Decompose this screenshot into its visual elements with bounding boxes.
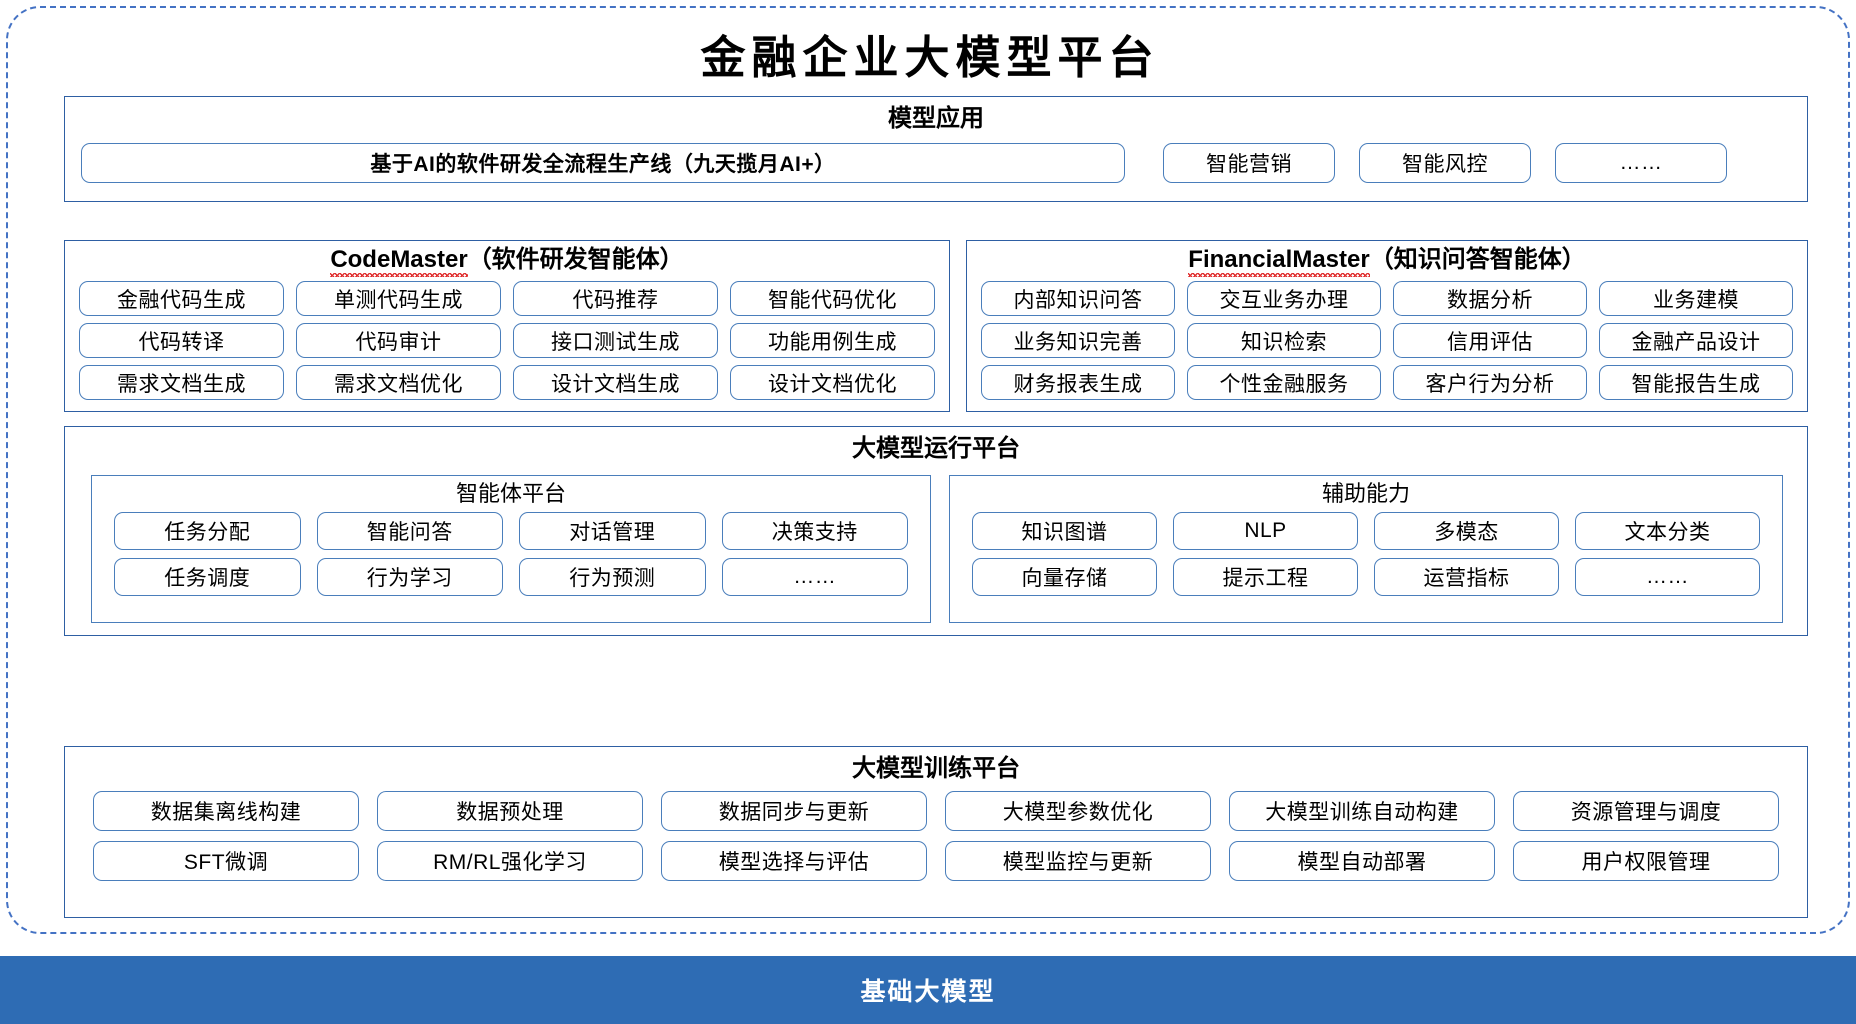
training-item-0[interactable]: 数据集离线构建: [93, 791, 359, 831]
model-application-items: 基于AI的软件研发全流程生产线（九天揽月AI+） 智能营销 智能风控 ……: [65, 143, 1807, 183]
app-item-smart-riskcontrol[interactable]: 智能风控: [1359, 143, 1531, 183]
agent-platform-item-6[interactable]: 行为预测: [519, 558, 706, 597]
financialmaster-item-8[interactable]: 财务报表生成: [981, 365, 1175, 401]
model-application-panel: 模型应用 基于AI的软件研发全流程生产线（九天揽月AI+） 智能营销 智能风控 …: [64, 96, 1808, 202]
financialmaster-item-3[interactable]: 业务建模: [1599, 281, 1793, 317]
outer-dashed-frame: 金融企业大模型平台 模型应用 基于AI的软件研发全流程生产线（九天揽月AI+） …: [6, 6, 1850, 934]
auxiliary-ability-title: 辅助能力: [1321, 481, 1410, 506]
codemaster-panel: CodeMaster（软件研发智能体） 金融代码生成 单测代码生成 代码推荐 智…: [64, 240, 950, 412]
app-item-ai-pipeline[interactable]: 基于AI的软件研发全流程生产线（九天揽月AI+）: [81, 143, 1125, 183]
agent-platform-title: 智能体平台: [455, 481, 566, 506]
codemaster-item-6[interactable]: 接口测试生成: [513, 323, 718, 359]
training-platform-title: 大模型训练平台: [852, 755, 1020, 782]
training-item-8[interactable]: 模型选择与评估: [661, 841, 927, 881]
auxiliary-ability-item-7[interactable]: ……: [1575, 558, 1760, 597]
agent-platform-item-2[interactable]: 对话管理: [519, 512, 706, 551]
training-item-6[interactable]: SFT微调: [93, 841, 359, 881]
codemaster-item-11[interactable]: 设计文档优化: [730, 365, 935, 401]
training-item-4[interactable]: 大模型训练自动构建: [1229, 791, 1495, 831]
codemaster-name: CodeMaster: [330, 246, 469, 278]
financialmaster-item-10[interactable]: 客户行为分析: [1393, 365, 1587, 401]
auxiliary-ability-item-3[interactable]: 文本分类: [1575, 512, 1760, 551]
financialmaster-items: 内部知识问答 交互业务办理 数据分析 业务建模 业务知识完善 知识检索 信用评估…: [967, 275, 1807, 401]
training-item-10[interactable]: 模型自动部署: [1229, 841, 1495, 881]
agent-platform-item-4[interactable]: 任务调度: [114, 558, 301, 597]
codemaster-item-2[interactable]: 代码推荐: [513, 281, 718, 317]
auxiliary-ability-item-5[interactable]: 提示工程: [1173, 558, 1358, 597]
training-item-11[interactable]: 用户权限管理: [1513, 841, 1779, 881]
codemaster-items: 金融代码生成 单测代码生成 代码推荐 智能代码优化 代码转译 代码审计 接口测试…: [65, 275, 949, 401]
codemaster-item-4[interactable]: 代码转译: [79, 323, 284, 359]
runtime-platform-panel: 大模型运行平台 智能体平台 任务分配 智能问答 对话管理 决策支持 任务调度 行…: [64, 426, 1808, 636]
financialmaster-item-11[interactable]: 智能报告生成: [1599, 365, 1793, 401]
financialmaster-item-6[interactable]: 信用评估: [1393, 323, 1587, 359]
app-item-smart-marketing[interactable]: 智能营销: [1163, 143, 1335, 183]
agent-platform-item-5[interactable]: 行为学习: [316, 558, 503, 597]
training-platform-items: 数据集离线构建 数据预处理 数据同步与更新 大模型参数优化 大模型训练自动构建 …: [65, 781, 1807, 881]
codemaster-item-8[interactable]: 需求文档生成: [79, 365, 284, 401]
financialmaster-panel: FinancialMaster（知识问答智能体） 内部知识问答 交互业务办理 数…: [966, 240, 1808, 412]
base-model-label: 基础大模型: [860, 978, 996, 1006]
base-model-bar: 基础大模型: [0, 956, 1856, 1024]
financialmaster-item-7[interactable]: 金融产品设计: [1599, 323, 1793, 359]
model-application-title: 模型应用: [888, 105, 984, 132]
codemaster-name-suffix: （软件研发智能体）: [467, 246, 684, 273]
auxiliary-ability-item-1[interactable]: NLP: [1173, 512, 1358, 551]
app-item-ellipsis[interactable]: ……: [1555, 143, 1727, 183]
auxiliary-ability-subpanel: 辅助能力 知识图谱 NLP 多模态 文本分类 向量存储 提示工程 运营指标 ……: [949, 475, 1783, 623]
auxiliary-ability-item-6[interactable]: 运营指标: [1374, 558, 1559, 597]
runtime-platform-title: 大模型运行平台: [852, 435, 1020, 462]
training-platform-panel: 大模型训练平台 数据集离线构建 数据预处理 数据同步与更新 大模型参数优化 大模…: [64, 746, 1808, 918]
financialmaster-item-5[interactable]: 知识检索: [1187, 323, 1381, 359]
agent-platform-item-7[interactable]: ……: [721, 558, 908, 597]
financialmaster-name: FinancialMaster: [1188, 246, 1371, 278]
financialmaster-item-0[interactable]: 内部知识问答: [981, 281, 1175, 317]
financialmaster-item-1[interactable]: 交互业务办理: [1187, 281, 1381, 317]
training-item-1[interactable]: 数据预处理: [377, 791, 643, 831]
training-item-7[interactable]: RM/RL强化学习: [377, 841, 643, 881]
page-title: 金融企业大模型平台: [700, 31, 1160, 84]
codemaster-item-10[interactable]: 设计文档生成: [513, 365, 718, 401]
financialmaster-item-2[interactable]: 数据分析: [1393, 281, 1587, 317]
auxiliary-ability-item-2[interactable]: 多模态: [1374, 512, 1559, 551]
financialmaster-item-9[interactable]: 个性金融服务: [1187, 365, 1381, 401]
agent-platform-item-3[interactable]: 决策支持: [721, 512, 908, 551]
auxiliary-ability-items: 知识图谱 NLP 多模态 文本分类 向量存储 提示工程 运营指标 ……: [950, 506, 1782, 597]
codemaster-item-7[interactable]: 功能用例生成: [730, 323, 935, 359]
codemaster-item-5[interactable]: 代码审计: [296, 323, 501, 359]
codemaster-item-3[interactable]: 智能代码优化: [730, 281, 935, 317]
codemaster-item-1[interactable]: 单测代码生成: [296, 281, 501, 317]
financialmaster-item-4[interactable]: 业务知识完善: [981, 323, 1175, 359]
training-item-5[interactable]: 资源管理与调度: [1513, 791, 1779, 831]
codemaster-item-9[interactable]: 需求文档优化: [296, 365, 501, 401]
training-item-2[interactable]: 数据同步与更新: [661, 791, 927, 831]
training-item-9[interactable]: 模型监控与更新: [945, 841, 1211, 881]
codemaster-item-0[interactable]: 金融代码生成: [79, 281, 284, 317]
auxiliary-ability-item-0[interactable]: 知识图谱: [972, 512, 1157, 551]
financialmaster-name-suffix: （知识问答智能体）: [1369, 246, 1586, 273]
agent-platform-subpanel: 智能体平台 任务分配 智能问答 对话管理 决策支持 任务调度 行为学习 行为预测…: [91, 475, 931, 623]
financialmaster-title: FinancialMaster（知识问答智能体）: [967, 241, 1807, 278]
training-item-3[interactable]: 大模型参数优化: [945, 791, 1211, 831]
agent-platform-item-1[interactable]: 智能问答: [316, 512, 503, 551]
auxiliary-ability-item-4[interactable]: 向量存储: [972, 558, 1157, 597]
agent-platform-items: 任务分配 智能问答 对话管理 决策支持 任务调度 行为学习 行为预测 ……: [92, 506, 930, 597]
codemaster-title: CodeMaster（软件研发智能体）: [65, 241, 949, 278]
agent-platform-item-0[interactable]: 任务分配: [114, 512, 301, 551]
